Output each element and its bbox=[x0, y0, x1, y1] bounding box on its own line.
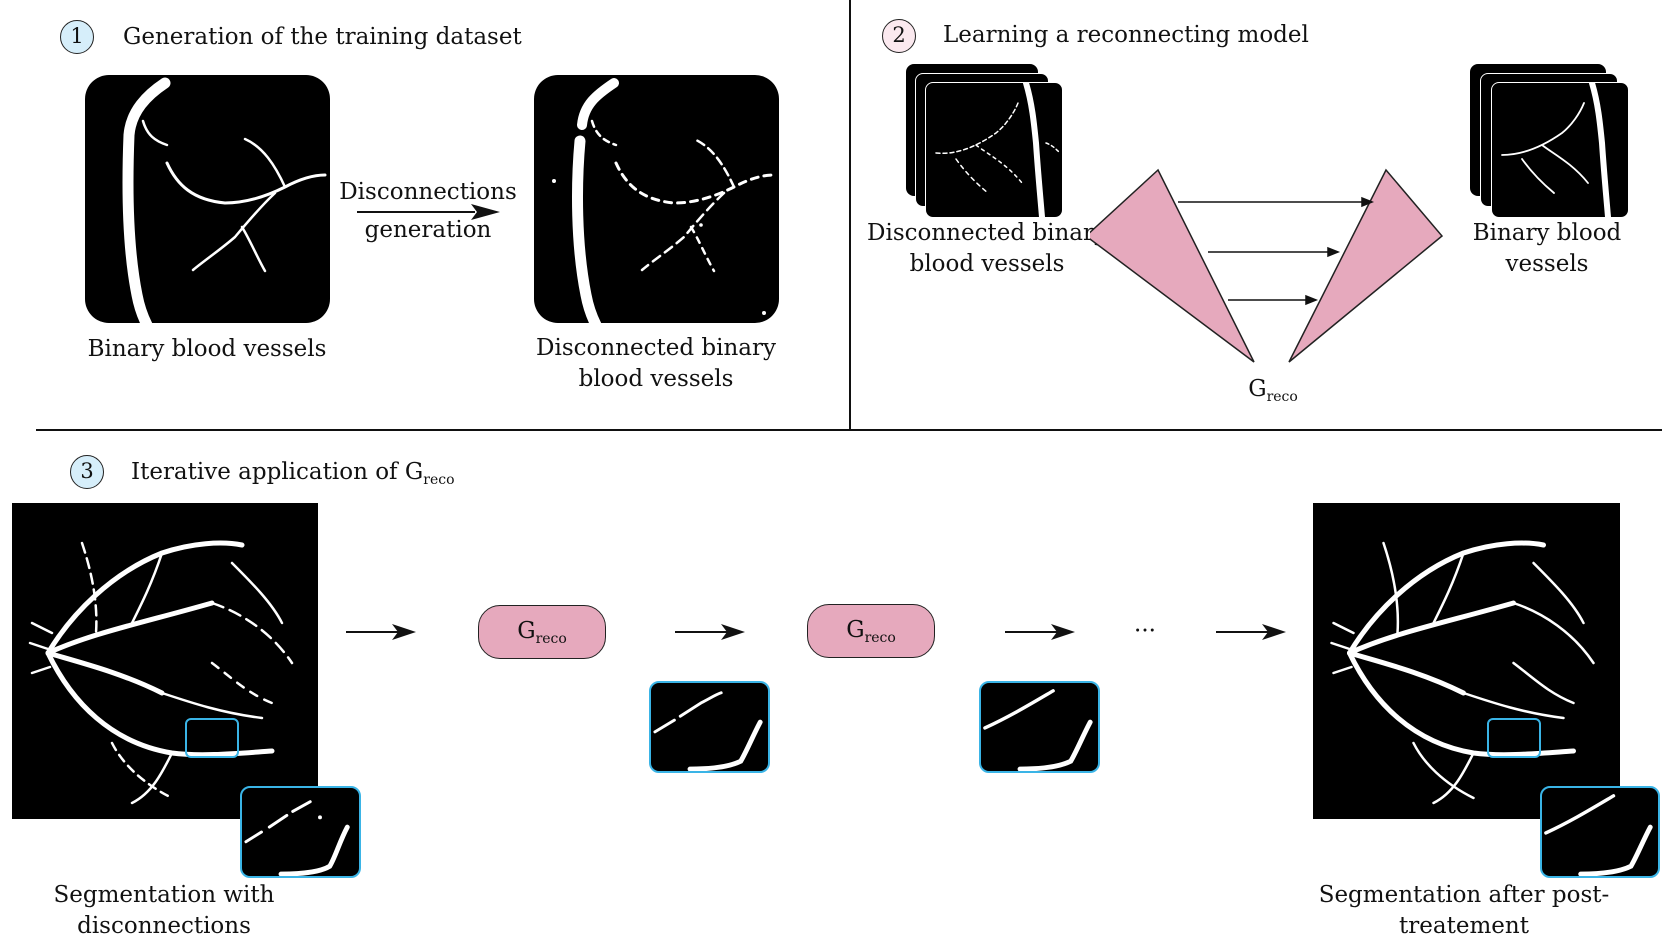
generator-block-1: Greco bbox=[478, 605, 606, 659]
step2-output-caption-line1: Binary blood bbox=[1472, 220, 1622, 246]
reconnecting-model-diagram bbox=[1090, 168, 1444, 363]
step1-input-caption: Binary blood vessels bbox=[87, 336, 327, 362]
step1-number: 1 bbox=[70, 24, 84, 48]
step3-title-subscript: reco bbox=[423, 472, 455, 488]
flow-arrow-3 bbox=[1005, 624, 1075, 640]
iteration2-zoom-inset bbox=[979, 681, 1100, 773]
step2-model-subscript: reco bbox=[1266, 389, 1298, 405]
step1-output-caption-line2: blood vessels bbox=[578, 366, 734, 392]
input-zoom-region-marker bbox=[185, 718, 239, 758]
disconnected-vessels-image bbox=[534, 75, 779, 323]
step3-output-caption-line1: Segmentation after post- bbox=[1318, 882, 1610, 908]
flow-arrow-1 bbox=[346, 624, 416, 640]
generator-block-1-subscript: reco bbox=[535, 631, 567, 647]
segmentation-with-disconnections-image bbox=[12, 503, 318, 819]
disconnections-arrow bbox=[357, 204, 500, 220]
step2-input-caption-line1: Disconnected binary bbox=[867, 220, 1107, 246]
disconnected-stack-front bbox=[925, 82, 1063, 218]
vertical-divider bbox=[849, 0, 851, 430]
step3-title: Iterative application of Greco bbox=[131, 459, 455, 488]
step1-title: Generation of the training dataset bbox=[123, 24, 522, 50]
iteration1-zoom-inset bbox=[649, 681, 770, 773]
output-zoom-inset bbox=[1540, 786, 1660, 878]
flow-arrow-2 bbox=[675, 624, 745, 640]
disconnections-label-line1: Disconnections bbox=[339, 179, 517, 205]
binary-vessels-image bbox=[85, 75, 330, 323]
output-zoom-region-marker bbox=[1487, 718, 1541, 758]
disconnections-label-line2: generation bbox=[364, 217, 492, 243]
flow-arrow-4 bbox=[1216, 624, 1286, 640]
decoder-wedge bbox=[1288, 168, 1444, 363]
iteration-ellipsis: ··· bbox=[1134, 618, 1156, 644]
step2-number-badge: 2 bbox=[882, 19, 916, 53]
step2-number: 2 bbox=[892, 23, 906, 47]
step2-title: Learning a reconnecting model bbox=[943, 22, 1309, 48]
step2-output-caption-line2: vessels bbox=[1505, 251, 1589, 277]
segmentation-after-post-treatment-image bbox=[1313, 503, 1620, 819]
step3-number: 3 bbox=[80, 459, 94, 483]
step3-output-caption-line2: treatement bbox=[1399, 913, 1529, 939]
step3-input-caption-line1: Segmentation with bbox=[53, 882, 275, 908]
step3-number-badge: 3 bbox=[70, 455, 104, 489]
input-zoom-inset bbox=[240, 786, 361, 878]
generator-block-2: Greco bbox=[807, 604, 935, 658]
target-stack-front bbox=[1491, 82, 1629, 218]
skip-connection-arrows bbox=[1178, 196, 1375, 306]
step3-input-caption-line2: disconnections bbox=[77, 913, 251, 939]
generator-block-2-subscript: reco bbox=[864, 630, 896, 646]
horizontal-divider bbox=[36, 429, 1662, 431]
step1-number-badge: 1 bbox=[60, 20, 94, 54]
step2-model-label: Greco bbox=[1248, 376, 1298, 405]
step1-output-caption-line1: Disconnected binary bbox=[536, 335, 776, 361]
step2-input-caption-line2: blood vessels bbox=[909, 251, 1065, 277]
encoder-wedge bbox=[1090, 168, 1255, 363]
